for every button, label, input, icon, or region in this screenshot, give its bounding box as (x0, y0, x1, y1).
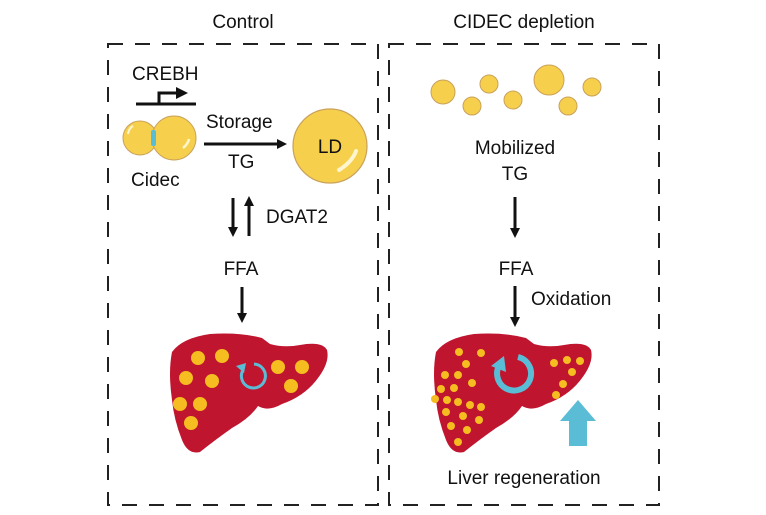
depletion-panel-box (388, 43, 660, 506)
control-panel-box (107, 43, 379, 506)
cycle-arrow-icon (236, 362, 267, 390)
ffa-label-2: FFA (499, 259, 534, 280)
increase-arrow-icon (560, 400, 596, 446)
liver-regeneration-label: Liver regeneration (447, 468, 600, 489)
control-title: Control (212, 12, 273, 33)
mobilized-tg-label: TG (502, 164, 528, 185)
mobilized-label: Mobilized (475, 138, 555, 159)
mobilized-droplets-icon (430, 64, 602, 116)
cidec-droplets-icon (122, 115, 197, 161)
ffa-label: FFA (224, 259, 259, 280)
storage-label: Storage (206, 112, 273, 133)
ld-label: LD (318, 137, 342, 158)
cidec-label: Cidec (131, 170, 180, 191)
oxidation-label: Oxidation (531, 289, 611, 310)
lipid-droplet-icon (292, 108, 368, 184)
liver-icon (170, 333, 328, 453)
promoter-arrow-icon (136, 87, 196, 106)
fat-droplets-depletion (431, 348, 584, 446)
cycle-arrow-icon (491, 354, 535, 394)
fat-droplets-control (173, 349, 309, 430)
tg-label: TG (228, 152, 254, 173)
depletion-title: CIDEC depletion (453, 12, 595, 33)
dgat2-label: DGAT2 (266, 207, 328, 228)
crebh-label: CREBH (132, 64, 199, 85)
